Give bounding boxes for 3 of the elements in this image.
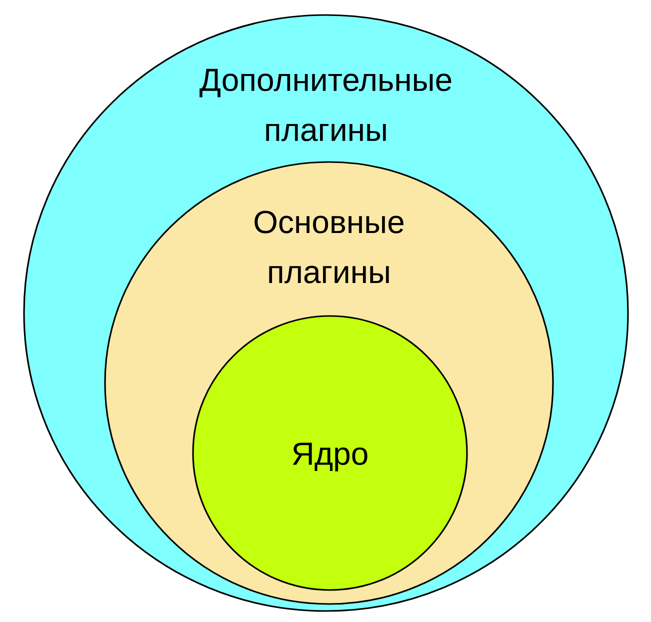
circle-label: Ядро	[292, 442, 368, 472]
circle-label: Дополнительные плагины	[200, 68, 452, 142]
circle-label: Основные плагины	[254, 210, 404, 284]
